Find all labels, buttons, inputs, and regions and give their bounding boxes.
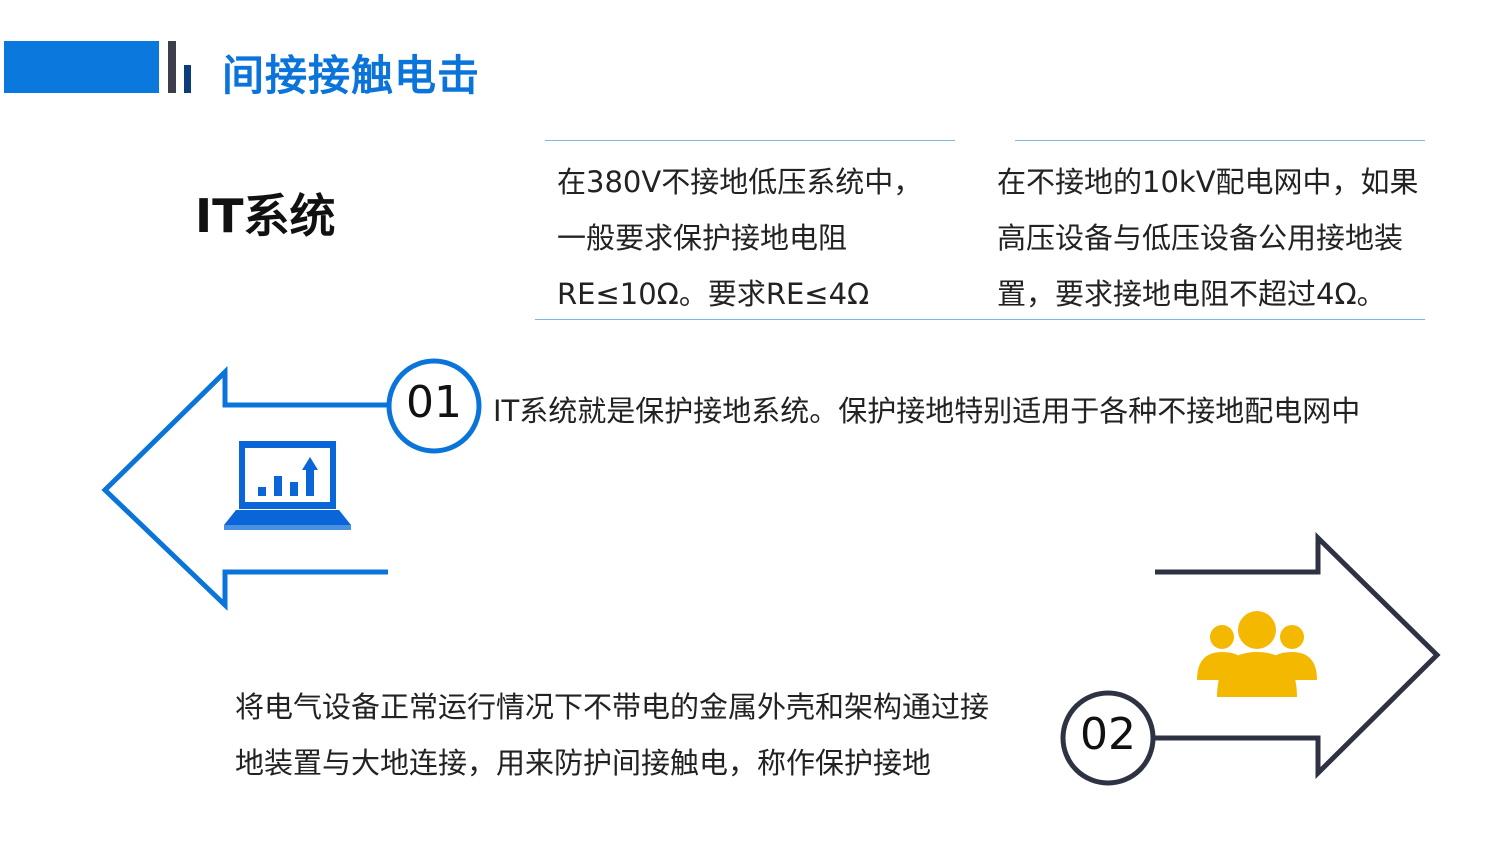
info-box-2: 在不接地的10kV配电网中，如果 高压设备与低压设备公用接地装 置，要求接地电阻… [997,154,1419,322]
info-line: 高压设备与低压设备公用接地装 [997,221,1404,255]
right-arrow [1155,532,1441,779]
info-line: 置，要求接地电阻不超过4Ω。 [997,277,1386,311]
step-1-text: IT系统就是保护接地系统。保护接地特别适用于各种不接地配电网中 [493,394,1361,428]
header-bar [4,41,159,93]
info-line: 一般要求保护接地电阻 [557,221,848,255]
step-2-circle [1060,690,1156,786]
step-1-circle [386,358,482,454]
step-2-line: 地装置与大地连接，用来防护间接触电，称作保护接地 [235,746,932,780]
step-2-line: 将电气设备正常运行情况下不带电的金属外壳和架构通过接 [235,690,990,724]
divider [535,319,1425,320]
divider [1015,140,1425,141]
left-arrow [101,366,388,611]
header-accent-dark [168,41,176,93]
step-2-text: 将电气设备正常运行情况下不带电的金属外壳和架构通过接 地装置与大地连接，用来防护… [235,679,989,791]
header-accent-navy [184,65,191,93]
info-box-1: 在380V不接地低压系统中， 一般要求保护接地电阻 RE≤10Ω。要求RE≤4Ω [557,154,922,322]
info-line: 在380V不接地低压系统中， [557,165,923,199]
divider [545,140,955,141]
info-line: 在不接地的10kV配电网中，如果 [997,165,1419,199]
info-line: RE≤10Ω。要求RE≤4Ω [557,277,870,311]
laptop-chart-icon [224,441,351,530]
page-title: 间接接触电击 [222,51,481,100]
section-subtitle: IT系统 [195,189,336,243]
people-group-icon [1197,611,1317,697]
step-1-number: 01 [406,377,462,428]
step-2-number: 02 [1080,709,1136,760]
